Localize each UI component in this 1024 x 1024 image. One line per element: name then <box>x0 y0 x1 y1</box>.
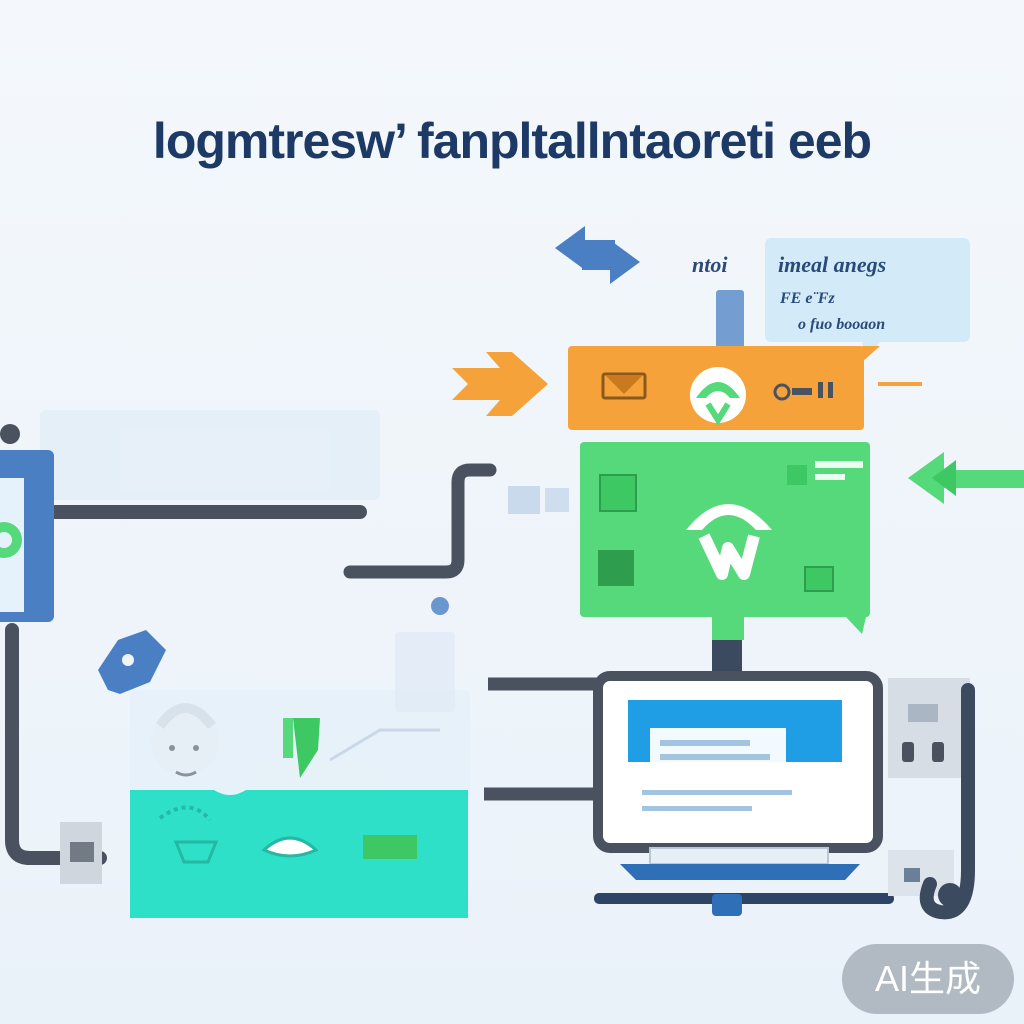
orange-arrow-icon <box>452 352 548 416</box>
faint-dot <box>431 597 449 615</box>
teal-cloud-icon <box>261 836 319 858</box>
green-panel-square-3 <box>804 566 834 592</box>
connector-line-left-loop <box>5 623 107 865</box>
faint-chip <box>508 486 540 514</box>
teal-green-chip <box>363 835 417 859</box>
orange-key-icon <box>773 382 833 401</box>
pointer-arrow-faint <box>329 728 440 762</box>
cable-hook-icon <box>919 683 975 920</box>
green-panel <box>580 442 870 617</box>
ai-generated-badge: AI生成 <box>842 944 1014 1014</box>
green-marker-icon <box>283 718 320 778</box>
background-panel-small <box>395 632 455 712</box>
note-box-line-3: o fuo booaon <box>798 316 886 333</box>
monitor-icon <box>593 671 894 916</box>
green-arrow-icon <box>908 452 1024 504</box>
green-panel-square-1 <box>599 474 637 512</box>
note-box-line-2: FE e¨Fz <box>780 290 835 307</box>
connector-stem-dark <box>712 640 742 676</box>
teal-cup-icon <box>173 840 219 864</box>
diagram-title: logmtresw’ fanpltallntaoreti eeb <box>152 113 872 169</box>
green-panel-tail <box>846 617 866 634</box>
green-panel-logo-icon <box>686 504 772 580</box>
person-icon <box>151 703 219 777</box>
orange-dropdown-icon <box>606 376 642 394</box>
tower-icon <box>888 678 970 896</box>
rocket-icon <box>98 630 166 694</box>
teal-wave-icon <box>158 805 212 822</box>
green-panel-square-2 <box>598 550 634 586</box>
note-left-label: ntoi <box>692 252 728 277</box>
left-device-icon <box>0 424 54 622</box>
orange-logo-icon <box>690 367 746 426</box>
double-arrow-icon <box>555 226 640 284</box>
background-panel-left-inner <box>120 430 330 490</box>
pillar-icon <box>716 290 744 348</box>
orange-bar-tail <box>862 346 880 362</box>
connector-line-s-curve <box>343 463 497 579</box>
note-box-line-1: imeal anegs <box>778 252 887 277</box>
note-box <box>765 238 970 342</box>
